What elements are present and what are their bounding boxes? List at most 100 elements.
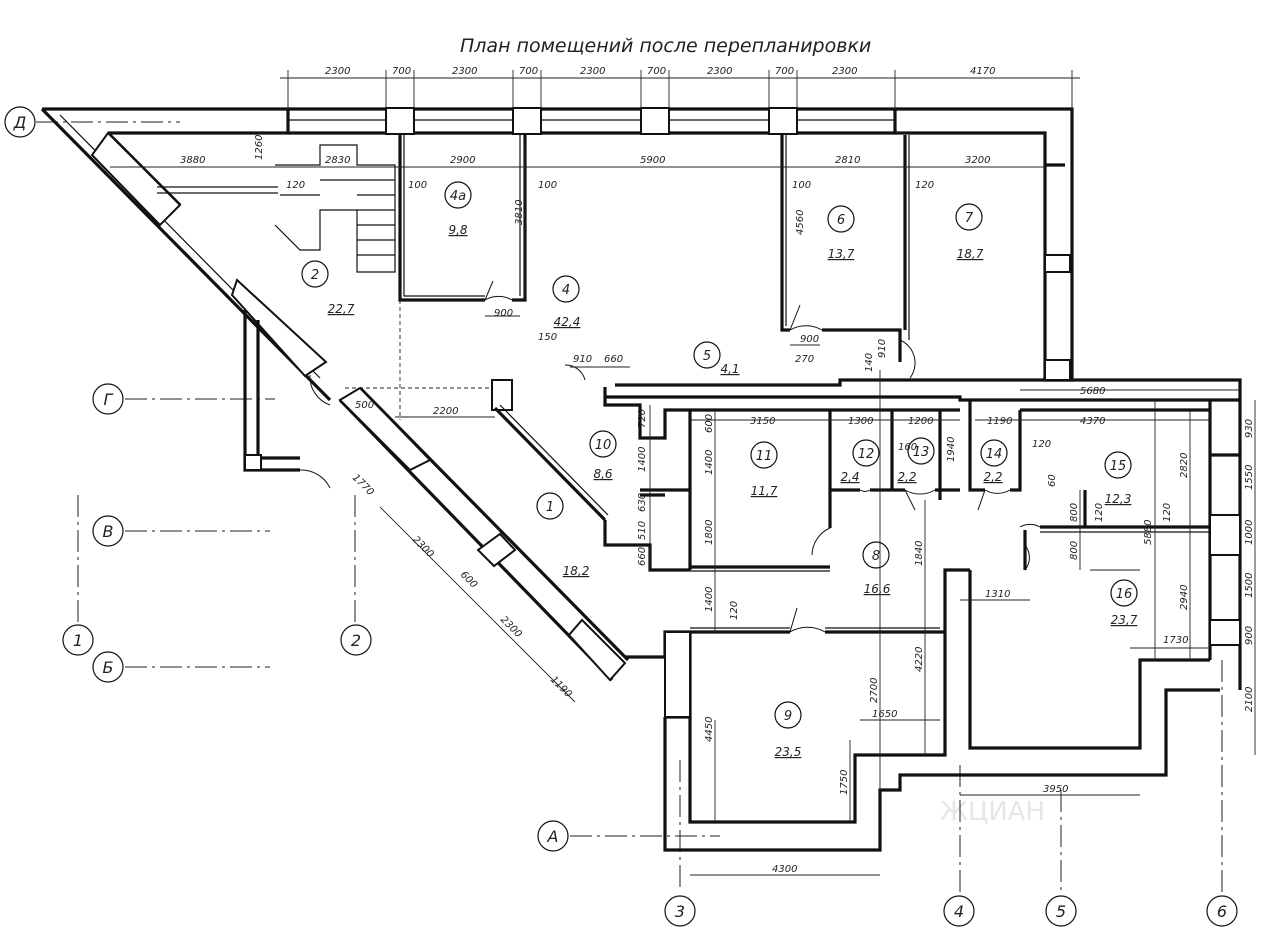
axis-label: Б: [103, 658, 114, 677]
room-7: 7 18,7: [955, 203, 984, 261]
room-area: 13,7: [828, 247, 855, 261]
plan-title: План помещений после перепланировки: [460, 35, 871, 57]
exterior-walls: [40, 107, 1242, 852]
dim-label: 1200: [908, 416, 933, 427]
dim-label: 700: [392, 66, 411, 77]
room-area: 2,2: [897, 470, 916, 484]
axis-label: 2: [351, 631, 361, 650]
dim-label: 3810: [514, 200, 525, 225]
axis-label: Г: [104, 390, 114, 409]
dim-label: 2700: [869, 678, 880, 703]
dim-label: 1840: [914, 541, 925, 566]
axis-label: А: [547, 827, 559, 846]
dim-label: 1310: [985, 589, 1010, 600]
room-area: 18,7: [957, 247, 984, 261]
room-area: 9,8: [448, 223, 467, 237]
dim-label: 1400: [704, 450, 715, 475]
dim-label: 800: [1069, 503, 1080, 522]
dim-label: 600: [704, 414, 715, 433]
dim-label: 1730: [1163, 635, 1188, 646]
axis-bubble-G: Г: [92, 383, 124, 415]
room-number: 14: [986, 447, 1003, 462]
room-area: 11,7: [751, 484, 778, 498]
room-4: 4 42,4: [552, 275, 580, 329]
dim-label: 660: [637, 547, 648, 566]
dim-label: 120: [915, 180, 934, 191]
dim-label: 1940: [946, 437, 957, 462]
dim-label: 120: [1032, 439, 1051, 450]
dim-label: 3150: [750, 416, 775, 427]
room-number: 7: [965, 211, 974, 226]
dim-label: 100: [408, 180, 427, 191]
axis-bubble-5: 5: [1045, 895, 1077, 927]
dim-label: 510: [637, 521, 648, 540]
dim-label: 4370: [1080, 416, 1105, 427]
room-14: 14 2,2: [980, 439, 1008, 484]
axis-label: 5: [1056, 902, 1066, 921]
room-number: 4а: [450, 189, 466, 204]
dim-label: 1190: [987, 416, 1012, 427]
dim-label: 3950: [1043, 784, 1068, 795]
dim-label: 120: [1162, 503, 1173, 522]
doors: [299, 280, 1041, 633]
room-area: 2,2: [983, 470, 1002, 484]
room-number: 1: [546, 500, 554, 515]
room-number: 10: [595, 438, 612, 453]
dim-label: 100: [538, 180, 557, 191]
room-number: 4: [562, 283, 570, 298]
dim-label: 2940: [1179, 585, 1190, 610]
room-13: 13 2,2: [897, 437, 935, 484]
dim-label: 4560: [795, 210, 806, 235]
dim-label: 140: [864, 353, 875, 372]
dim-label: 720: [637, 409, 648, 428]
axis-label: В: [103, 522, 114, 541]
room-area: 2,4: [840, 470, 859, 484]
dim-label: 4450: [704, 717, 715, 742]
dim-label: 1800: [704, 520, 715, 545]
dim-label: 4220: [914, 647, 925, 672]
dim-label: 5880: [1143, 520, 1154, 545]
axis-bubble-6: 6: [1206, 895, 1238, 927]
dim-label: 700: [647, 66, 666, 77]
dim-label: 3880: [180, 155, 205, 166]
columns: [385, 107, 1071, 718]
dim-label: 60: [1047, 474, 1058, 487]
dim-label: 100: [792, 180, 811, 191]
dim-label: 1000: [1244, 520, 1255, 545]
axis-label: 4: [954, 902, 964, 921]
room-5: 5 4,1: [693, 341, 740, 376]
room-number: 16: [1116, 587, 1133, 602]
dim-label: 500: [355, 400, 374, 411]
axis-label: 3: [675, 902, 685, 921]
dim-label: 4170: [970, 66, 995, 77]
watermark: ЖЦИАН: [940, 797, 1045, 827]
dim-label: 2100: [1244, 687, 1255, 712]
room-area: 12,3: [1105, 492, 1132, 506]
dim-label: 1550: [1244, 465, 1255, 490]
dimension-labels: 2300 700 2300 700 2300 700 2300 700 2300…: [180, 66, 1255, 875]
dim-label: 2200: [433, 406, 458, 417]
dim-label: 5680: [1080, 386, 1105, 397]
axis-bubble-A: А: [537, 820, 569, 852]
dim-label: 900: [1244, 626, 1255, 645]
dim-label: 160: [898, 442, 917, 453]
room-area: 4,1: [720, 362, 739, 376]
room-area: 18,2: [563, 564, 590, 578]
dim-label: 150: [538, 332, 557, 343]
axis-label: Д: [13, 113, 27, 132]
dim-label: 700: [775, 66, 794, 77]
dim-label: 120: [286, 180, 305, 191]
room-8: 8 16,6: [862, 541, 891, 596]
room-15: 15 12,3: [1104, 451, 1132, 506]
dim-label: 270: [795, 354, 814, 365]
dimension-lines: [110, 70, 1256, 876]
dim-label: 1650: [872, 709, 897, 720]
room-11: 11 11,7: [750, 441, 778, 498]
axis-bubble-2: 2: [340, 624, 372, 656]
room-number: 8: [872, 549, 880, 564]
room-area: 23,7: [1111, 613, 1138, 627]
dim-label: 2900: [450, 155, 475, 166]
dim-label: 2300: [325, 66, 350, 77]
axis-bubble-B: Б: [92, 651, 124, 683]
